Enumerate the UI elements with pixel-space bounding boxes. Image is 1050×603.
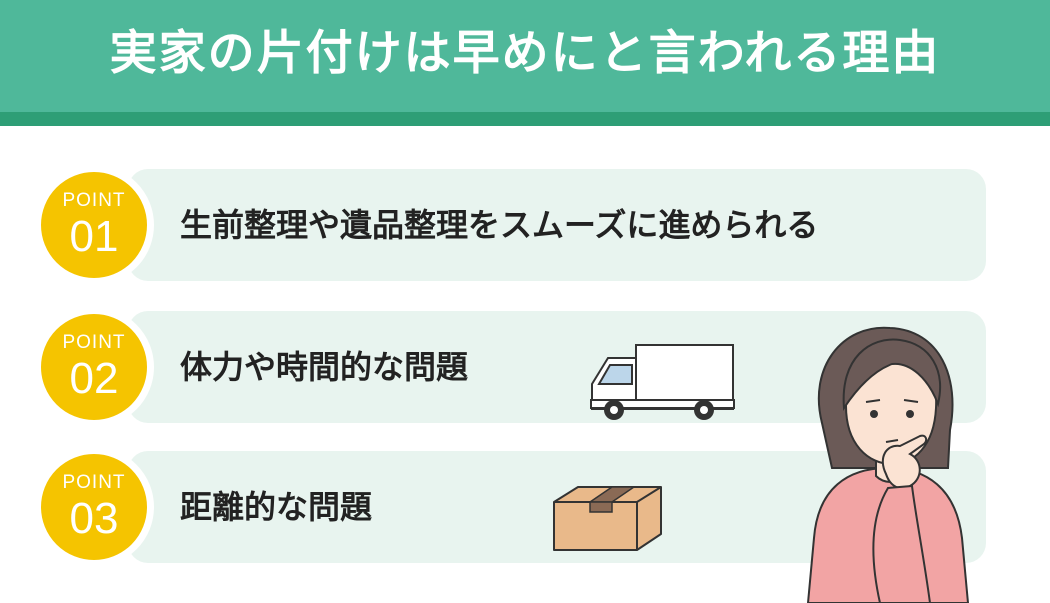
- point-badge-number: 01: [69, 212, 119, 261]
- point-badge-number: 02: [69, 354, 119, 403]
- point-badge-3: POINT 03: [34, 447, 154, 567]
- header-bar: 実家の片付けは早めにと言われる理由: [0, 0, 1050, 112]
- point-badge-label: POINT: [62, 472, 126, 493]
- point-badge-label: POINT: [62, 332, 126, 353]
- point-text-2: 体力や時間的な問題: [180, 348, 469, 386]
- point-badge-label: POINT: [62, 190, 126, 211]
- point-badge-2: POINT 02: [34, 307, 154, 427]
- point-text-3: 距離的な問題: [180, 488, 373, 526]
- thinking-woman-illustration: [806, 326, 970, 603]
- truck-icon: [590, 344, 735, 420]
- point-row-1: 生前整理や遺品整理をスムーズに進められる: [128, 169, 986, 281]
- cardboard-box-icon: [553, 486, 662, 551]
- header-underline: [0, 112, 1050, 126]
- point-badge-number: 03: [69, 494, 119, 543]
- point-badge-1: POINT 01: [34, 165, 154, 285]
- page-title: 実家の片付けは早めにと言われる理由: [109, 26, 941, 81]
- point-text-1: 生前整理や遺品整理をスムーズに進められる: [180, 206, 819, 244]
